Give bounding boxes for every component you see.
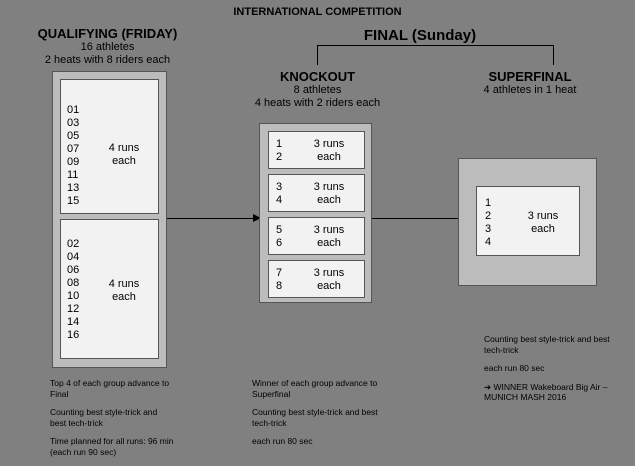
knockout-heat-3: 5 6 3 runs each [268, 217, 365, 255]
knockout-heat-1: 1 2 3 runs each [268, 131, 365, 169]
qualifying-group-2: 02 04 06 08 10 12 14 16 4 runs each [60, 219, 159, 359]
heat-2-runs: 3 runs each [313, 181, 345, 206]
qualifying-heats: 2 heats with 8 riders each [44, 54, 171, 66]
knockout-heat-4: 7 8 3 runs each [268, 260, 365, 298]
qualifying-header: QUALIFYING (FRIDAY) 16 athletes 2 heats … [25, 26, 190, 67]
qualifying-group-1: 01 03 05 07 09 11 13 15 4 runs each [60, 79, 159, 214]
heat-3-runs: 3 runs each [313, 224, 345, 249]
final-bracket-top [317, 45, 554, 46]
knockout-heat-2: 3 4 3 runs each [268, 174, 365, 212]
superfinal-heat: 1 2 3 4 3 runs each [476, 186, 580, 256]
qualifying-frame: 01 03 05 07 09 11 13 15 4 runs each 02 0… [52, 71, 167, 368]
final-bracket-right [553, 45, 554, 65]
knockout-notes: Winner of each group advance to Superfin… [252, 378, 402, 447]
superfinal-riders: 1 2 3 4 [485, 197, 492, 248]
heat-1-runs: 3 runs each [313, 138, 345, 163]
qualifying-athletes: 16 athletes [80, 41, 135, 53]
knockout-note: Counting best style-trick and best tech-… [252, 407, 378, 428]
qualifying-note: Counting best style-trick and best tech-… [50, 407, 158, 428]
heat-4-riders: 7 8 [276, 267, 283, 292]
knockout-note: Winner of each group advance to Superfin… [252, 378, 378, 399]
qualifying-notes: Top 4 of each group advance to Final Cou… [50, 378, 200, 457]
group-2-riders: 02 04 06 08 10 12 14 16 [67, 238, 80, 341]
heat-4-runs: 3 runs each [313, 267, 345, 292]
knockout-header: KNOCKOUT 8 athletes 4 heats with 2 rider… [240, 69, 395, 110]
knockout-heading: KNOCKOUT [279, 69, 356, 84]
group-1-riders: 01 03 05 07 09 11 13 15 [67, 104, 80, 207]
superfinal-runs: 3 runs each [527, 210, 559, 235]
superfinal-note: Counting best style-trick and best tech-… [484, 334, 610, 355]
knockout-note: each run 80 sec [252, 436, 313, 446]
heat-3-riders: 5 6 [276, 224, 283, 249]
qualifying-note: Top 4 of each group advance to Final [50, 378, 170, 399]
superfinal-header: SUPERFINAL 4 athletes in 1 heat [460, 69, 600, 97]
qualifying-heading: QUALIFYING (FRIDAY) [37, 26, 178, 41]
knockout-athletes: 8 athletes [293, 84, 342, 96]
knockout-heats: 4 heats with 2 riders each [254, 97, 381, 109]
heat-2-riders: 3 4 [276, 181, 283, 206]
superfinal-notes: Counting best style-trick and best tech-… [484, 334, 629, 403]
group-2-runs: 4 runs each [108, 278, 140, 303]
superfinal-frame: 1 2 3 4 3 runs each [458, 158, 597, 286]
qualifying-note: Time planned for all runs: 96 min (each … [50, 436, 174, 457]
final-heading: FINAL (Sunday) [363, 27, 477, 44]
winner-note: ➔ WINNER Wakeboard Big Air – MUNICH MASH… [484, 381, 608, 403]
arrow-knockout-to-superfinal [372, 218, 468, 219]
heat-1-riders: 1 2 [276, 138, 283, 163]
arrow-head-icon [253, 214, 261, 222]
arrow-qualifying-to-knockout [167, 218, 253, 219]
knockout-frame: 1 2 3 runs each 3 4 3 runs each 5 6 3 ru… [259, 123, 372, 303]
superfinal-note: each run 80 sec [484, 363, 545, 373]
superfinal-athletes: 4 athletes in 1 heat [483, 84, 577, 96]
group-1-runs: 4 runs each [108, 142, 140, 167]
superfinal-heading: SUPERFINAL [488, 69, 572, 84]
final-bracket-left [317, 45, 318, 65]
diagram-title: INTERNATIONAL COMPETITION [233, 6, 402, 18]
